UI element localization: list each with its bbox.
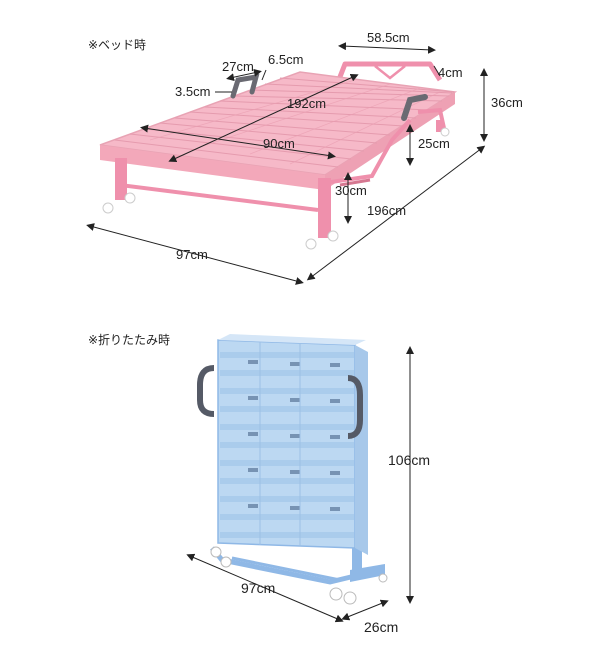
dim-length-diagonal: 192cm (287, 96, 327, 111)
dim-headrest-gap: 6.5cm (268, 52, 304, 67)
dim-width-back: 58.5cm (367, 30, 410, 45)
dim-folded-width: 97cm (241, 580, 276, 596)
folded-mode-label: ※折りたたみ時 (88, 333, 171, 347)
dim-leg-height: 25cm (418, 136, 450, 151)
folded-dimension-lines (186, 346, 414, 623)
dim-length-base: 196cm (367, 203, 407, 218)
dim-handle-width: 27cm (222, 59, 254, 74)
bed-mode-label: ※ベッド時 (88, 38, 147, 52)
dim-folded-height: 106cm (388, 452, 431, 468)
dim-total-height: 36cm (491, 95, 523, 110)
dim-handle-depth: 3.5cm (175, 84, 211, 99)
dim-folded-depth: 26cm (364, 619, 399, 635)
dim-inner-width: 90cm (263, 136, 295, 151)
pink-bed (99, 61, 458, 250)
blue-folded-bed (197, 334, 388, 605)
dim-width-base: 97cm (176, 247, 208, 262)
dim-frame-height: 4cm (438, 65, 463, 80)
dim-deck-height: 30cm (335, 183, 367, 198)
bed-dimension-lines (86, 42, 488, 285)
